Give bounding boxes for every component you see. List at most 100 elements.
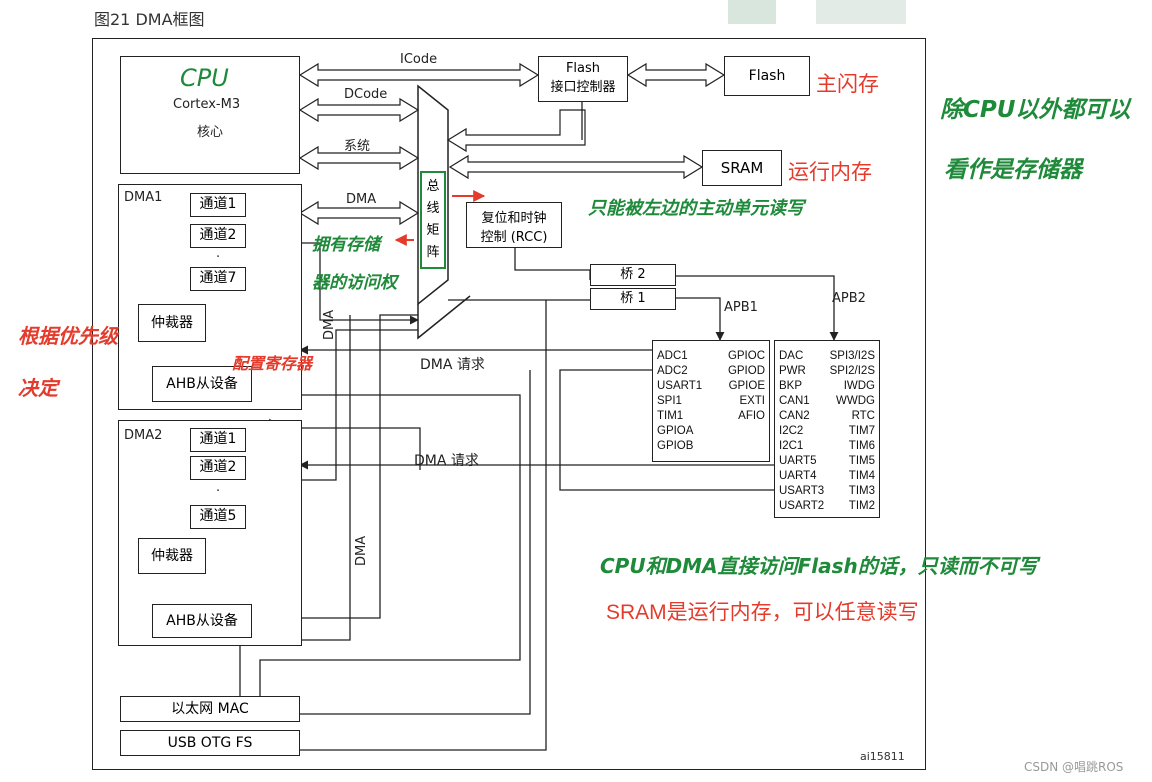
flash-controller-line1: Flash xyxy=(565,61,601,76)
dma2-channel1: 通道1 xyxy=(190,428,246,452)
ethernet-mac-block: 以太网 MAC xyxy=(120,696,300,722)
dma2-channel2-label: 通道2 xyxy=(199,459,237,475)
apb2-peripheral-item: TIM6 xyxy=(848,440,875,452)
blurred-mark xyxy=(728,0,776,24)
apb2-peripheral-item: TIM7 xyxy=(848,425,875,437)
bus-matrix-shape xyxy=(417,84,449,306)
dma-vertical-label-2: DMA xyxy=(354,535,369,566)
dma1-arbiter: 仲裁器 xyxy=(138,304,206,342)
icode-label: ICode xyxy=(400,52,438,67)
annotation-own-storage: 拥有存储 xyxy=(312,235,380,255)
rcc-block: 复位和时钟 控制 (RCC) xyxy=(466,202,562,248)
annotation-main-flash: 主闪存 xyxy=(816,73,879,96)
apb1-peripheral-item: GPIOA xyxy=(657,425,694,437)
flash-block: Flash xyxy=(724,56,810,96)
cpu-core-sub: 核心 xyxy=(197,125,224,140)
usb-otg-block: USB OTG FS xyxy=(120,730,300,756)
apb2-peripheral-item: SPI2/I2S xyxy=(829,365,875,377)
annotation-config-register: 配置寄存器 xyxy=(232,354,313,373)
apb2-peripheral-item: RTC xyxy=(851,410,875,422)
apb2-peripheral-item: BKP xyxy=(779,380,803,392)
dma2-dots: · xyxy=(216,484,221,499)
figure-id: ai15811 xyxy=(860,750,905,763)
apb2-peripheral-item: I2C2 xyxy=(779,425,804,437)
flash-controller-line2: 接口控制器 xyxy=(550,80,616,95)
ethernet-mac-label: 以太网 MAC xyxy=(171,701,249,717)
dma2-label: DMA2 xyxy=(124,428,163,443)
apb2-peripheral-item: CAN1 xyxy=(779,395,810,407)
apb1-label: APB1 xyxy=(724,300,758,315)
apb1-peripheral-item: AFIO xyxy=(738,410,765,422)
usb-otg-label: USB OTG FS xyxy=(167,735,253,751)
dma1-channel2-label: 通道2 xyxy=(199,227,237,243)
apb2-peripheral-item: TIM2 xyxy=(848,500,875,512)
dma2-arbiter-label: 仲裁器 xyxy=(151,548,193,564)
dma2-channel1-label: 通道1 xyxy=(199,431,237,447)
flash-label: Flash xyxy=(748,68,786,84)
dma2-arbiter: 仲裁器 xyxy=(138,538,206,574)
cpu-core-name: Cortex-M3 xyxy=(173,97,241,112)
apb2-peripheral-item: IWDG xyxy=(843,380,875,392)
apb2-peripheral-item: DAC xyxy=(779,350,804,362)
apb2-peripheral-item: USART2 xyxy=(779,500,825,512)
apb1-right-list: GPIOC GPIOD GPIOE EXTI AFIO xyxy=(728,349,765,424)
apb1-peripheral-item: GPIOD xyxy=(727,365,765,377)
apb2-label: APB2 xyxy=(832,291,866,306)
dma2-channel5-label: 通道5 xyxy=(199,508,237,524)
bus-matrix-label: 总线矩阵 xyxy=(426,179,440,260)
blurred-mark xyxy=(816,0,906,24)
rcc-line2: 控制 (RCC) xyxy=(480,230,548,245)
flash-controller-block: Flash 接口控制器 xyxy=(538,56,628,102)
dma-bus-label: DMA xyxy=(346,192,377,207)
sram-block: SRAM xyxy=(702,150,782,186)
apb2-peripheral-item: UART4 xyxy=(779,470,817,482)
dma1-channel7-label: 通道7 xyxy=(199,270,237,286)
annotation-decide: 决定 xyxy=(18,376,58,400)
bus-matrix-highlight xyxy=(420,171,446,269)
apb1-peripheral-item: GPIOB xyxy=(657,440,694,452)
annotation-priority: 根据优先级 xyxy=(18,324,118,348)
dma2-ahb-slave: AHB从设备 xyxy=(152,604,252,638)
annotation-flash-note: CPU和DMA直接访问Flash的话，只读而不可写 xyxy=(600,554,1038,578)
dma1-dots: · xyxy=(216,250,221,265)
apb2-peripheral-item: TIM5 xyxy=(848,455,875,467)
apb2-peripheral-item: UART5 xyxy=(779,455,817,467)
dma1-label: DMA1 xyxy=(124,190,163,205)
apb2-peripheral-item: I2C1 xyxy=(779,440,804,452)
apb1-peripheral-item: SPI1 xyxy=(657,395,682,407)
dma1-ahb-slave: AHB从设备 xyxy=(152,366,252,402)
dma1-ahb-slave-label: AHB从设备 xyxy=(166,376,238,392)
apb2-peripheral-item: TIM4 xyxy=(848,470,875,482)
dma2-ahb-slave-label: AHB从设备 xyxy=(166,613,238,629)
dma1-channel2: 通道2 xyxy=(190,224,246,248)
apb1-peripheral-item: GPIOE xyxy=(728,380,765,392)
apb1-peripheral-item: USART1 xyxy=(657,380,703,392)
system-bus-label: 系统 xyxy=(344,139,371,154)
dma-request-label-1: DMA 请求 xyxy=(420,357,485,373)
apb1-peripheral-item: GPIOC xyxy=(727,350,765,362)
annotation-sram-note: SRAM是运行内存，可以任意读写 xyxy=(606,601,919,624)
apb1-peripheral-item: ADC1 xyxy=(657,350,688,362)
apb2-peripheral-item: USART3 xyxy=(779,485,825,497)
apb1-peripheral-item: EXTI xyxy=(739,395,765,407)
dma2-channel2: 通道2 xyxy=(190,456,246,480)
annotation-access-right: 器的访问权 xyxy=(312,273,397,293)
annotation-run-memory: 运行内存 xyxy=(788,161,872,184)
bridge2-block: 桥 2 xyxy=(590,264,676,286)
apb2-peripheral-item: PWR xyxy=(779,365,806,377)
cpu-core-block: Cortex-M3 核心 xyxy=(120,56,300,174)
dcode-label: DCode xyxy=(344,87,388,102)
dma2-channel5: 通道5 xyxy=(190,505,246,529)
annotation-except-cpu: 除CPU以外都可以 xyxy=(940,97,1131,123)
bridge1-label: 桥 1 xyxy=(620,291,646,306)
apb1-peripheral-item: TIM1 xyxy=(657,410,684,422)
rcc-line1: 复位和时钟 xyxy=(481,211,547,226)
dma-vertical-label-1: DMA xyxy=(322,309,337,340)
dma1-channel1-label: 通道1 xyxy=(199,196,237,212)
dma-request-label-2: DMA 请求 xyxy=(414,453,479,469)
